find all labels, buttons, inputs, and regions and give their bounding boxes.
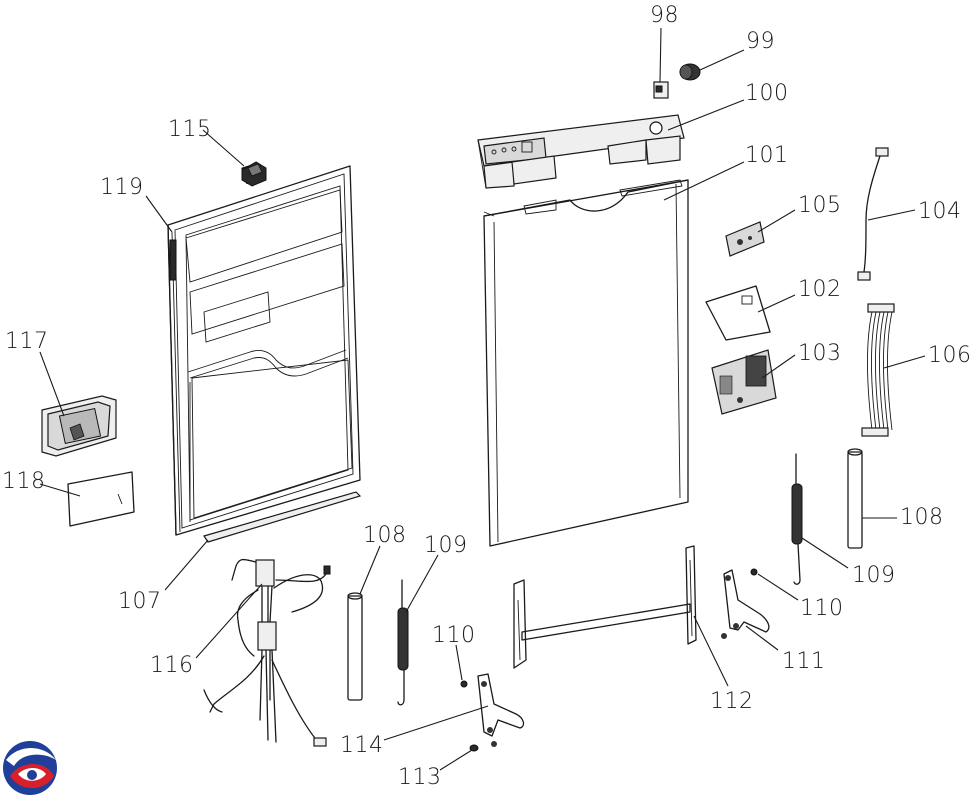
callout-115: 115	[168, 117, 212, 142]
callout-110-left: 110	[432, 623, 476, 648]
callout-110-right: 110	[800, 596, 844, 621]
part-112-bracket-bar	[513, 545, 697, 669]
callout-102: 102	[798, 277, 842, 302]
callout-100: 100	[745, 81, 789, 106]
callout-114: 114	[340, 733, 384, 758]
part-111-hinge-arm	[721, 569, 770, 639]
part-102-shield	[705, 285, 771, 341]
callout-104: 104	[918, 199, 962, 224]
callout-112: 112	[710, 689, 754, 714]
part-119-inner-door	[167, 163, 361, 536]
part-100-control-panel	[477, 114, 685, 189]
part-114-hinge-arm	[477, 673, 525, 747]
callout-116: 116	[150, 653, 194, 678]
callout-107: 107	[118, 589, 162, 614]
callout-103: 103	[798, 341, 842, 366]
part-116-harness	[203, 558, 331, 747]
callout-109-left: 109	[424, 533, 468, 558]
part-115-clip	[241, 161, 267, 187]
part-106-flat-cable	[861, 303, 895, 437]
callout-105: 105	[798, 193, 842, 218]
leader-lines	[39, 27, 926, 771]
callout-118: 118	[2, 469, 46, 494]
part-104-cable	[857, 147, 889, 281]
callout-labels: 98 99 100 101 105 104 102 103 106 108 10…	[2, 3, 972, 790]
callout-101: 101	[745, 143, 789, 168]
part-98-switch	[653, 81, 669, 99]
part-117-dispenser	[41, 395, 117, 457]
callout-113: 113	[398, 765, 442, 790]
part-113-screw	[469, 744, 479, 752]
callout-99: 99	[746, 29, 775, 54]
part-103-mainboard	[711, 349, 777, 415]
part-101-outer-door	[483, 179, 689, 547]
part-99-knob	[679, 63, 701, 81]
part-109-spring-right	[791, 453, 803, 585]
callout-108-right: 108	[900, 505, 944, 530]
part-105-board	[725, 221, 765, 257]
part-107-seal	[203, 491, 362, 543]
part-108-tube-left	[347, 592, 363, 701]
callout-98: 98	[650, 3, 679, 28]
brand-logo-icon	[3, 741, 57, 795]
callout-111: 111	[782, 649, 826, 674]
part-118-cover	[67, 471, 135, 527]
callout-109-right: 109	[852, 563, 896, 588]
callout-106: 106	[928, 343, 972, 368]
callout-117: 117	[5, 329, 49, 354]
callout-119: 119	[100, 175, 144, 200]
part-110-washer-right	[750, 568, 758, 576]
callout-108-left: 108	[363, 523, 407, 548]
part-110-washer-left	[460, 680, 468, 688]
part-109-spring-left	[397, 579, 409, 706]
part-108-tube-right	[847, 448, 863, 549]
